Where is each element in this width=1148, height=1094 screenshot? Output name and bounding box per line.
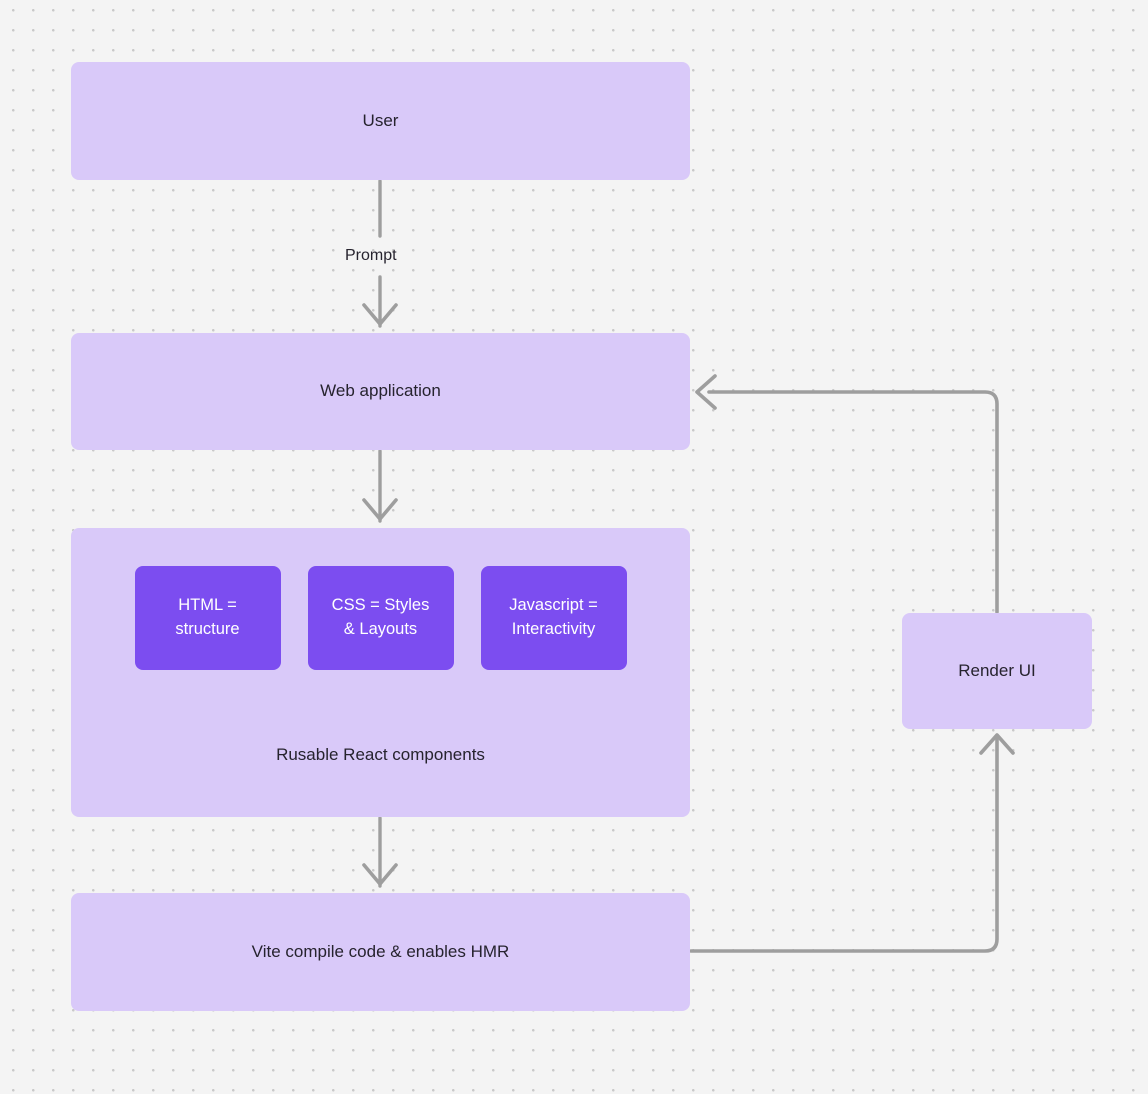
node-reusable-components-group[interactable]: HTML = structure CSS = Styles & Layouts … [71, 528, 690, 817]
component-card-row: HTML = structure CSS = Styles & Layouts … [71, 566, 690, 670]
node-vite-label: Vite compile code & enables HMR [251, 941, 510, 961]
arrowhead-up-render [979, 733, 1015, 755]
arrowhead-down-components [362, 498, 398, 521]
node-web-application-label: Web application [320, 381, 441, 401]
card-css[interactable]: CSS = Styles & Layouts [307, 566, 454, 670]
node-user-label: User [362, 110, 399, 130]
arrowhead-left-webapp [695, 374, 717, 410]
card-html[interactable]: HTML = structure [134, 566, 281, 670]
edge-line-vite-render [689, 735, 999, 953]
arrowhead-down-webapp [362, 303, 398, 326]
node-vite[interactable]: Vite compile code & enables HMR [71, 893, 690, 1011]
card-javascript[interactable]: Javascript = Interactivity [480, 566, 627, 670]
card-html-label: HTML = structure [175, 596, 240, 638]
edge-line-render-webapp [707, 390, 999, 614]
node-user[interactable]: User [71, 62, 690, 180]
node-web-application[interactable]: Web application [71, 333, 690, 450]
card-javascript-label: Javascript = Interactivity [509, 596, 598, 638]
components-caption: Rusable React components [276, 745, 485, 764]
node-render-ui-label: Render UI [958, 660, 1036, 680]
node-render-ui[interactable]: Render UI [902, 613, 1092, 729]
edge-label-prompt: Prompt [345, 247, 397, 264]
card-css-label: CSS = Styles & Layouts [331, 596, 430, 638]
arrowhead-down-vite [362, 863, 398, 886]
